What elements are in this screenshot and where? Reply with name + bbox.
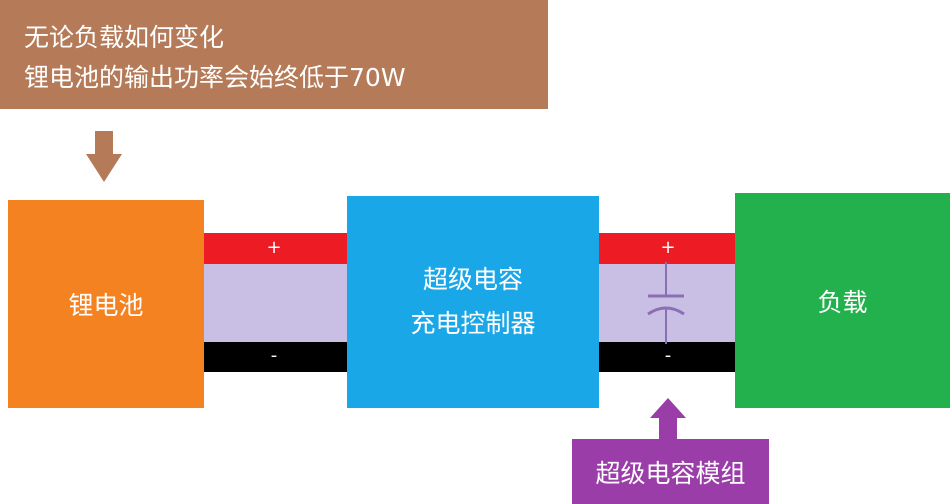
- controller-line-2: 充电控制器: [410, 309, 536, 338]
- controller-block: 超级电容 充电控制器: [347, 196, 599, 408]
- battery-label: 锂电池: [68, 291, 144, 320]
- left-wire-gap: [204, 264, 347, 342]
- right-plus-sign: +: [660, 237, 676, 258]
- capacitor-icon: [647, 262, 685, 344]
- controller-line-1: 超级电容: [422, 265, 523, 294]
- right-minus-sign: -: [664, 345, 672, 366]
- module-callout: 超级电容模组: [572, 439, 769, 504]
- left-minus-sign: -: [270, 345, 278, 366]
- module-label-text: 超级电容模组: [595, 458, 746, 488]
- note-callout: 无论负载如何变化 锂电池的输出功率会始终低于70W: [0, 0, 548, 109]
- right-positive-wire: [599, 233, 735, 264]
- right-negative-wire: [599, 342, 735, 372]
- load-block: 负载: [735, 193, 950, 408]
- load-label: 负载: [817, 287, 868, 317]
- note-line-2: 锂电池的输出功率会始终低于70W: [24, 63, 406, 92]
- left-positive-wire: [204, 233, 347, 264]
- battery-block: 锂电池: [8, 200, 204, 408]
- left-negative-wire: [204, 342, 347, 372]
- note-line-1: 无论负载如何变化: [24, 23, 225, 52]
- left-plus-sign: +: [266, 237, 282, 258]
